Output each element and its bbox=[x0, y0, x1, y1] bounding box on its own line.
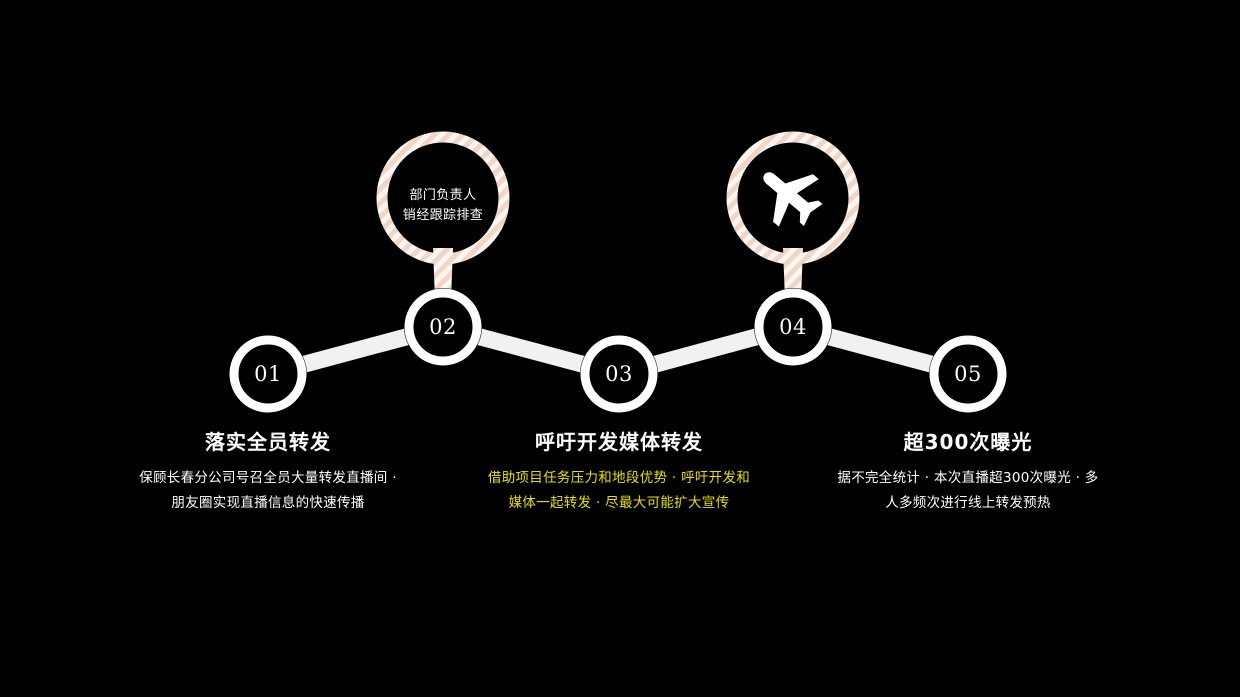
column-03: 呼吁开发媒体转发 借助项目任务压力和地段优势 · 呼吁开发和媒体一起转发 · 尽… bbox=[484, 430, 754, 516]
balloon-stem-group bbox=[433, 248, 803, 300]
balloon-text-02: 部门负责人 销经跟踪排查 bbox=[363, 186, 523, 225]
column-03-title: 呼吁开发媒体转发 bbox=[535, 430, 703, 454]
node-circle-04[interactable] bbox=[754, 288, 832, 366]
balloon-ring-02[interactable] bbox=[376, 131, 510, 265]
column-05-body: 据不完全统计 · 本次直播超300次曝光 · 多人多频次进行线上转发预热 bbox=[837, 470, 1099, 511]
node-circle-03[interactable] bbox=[580, 335, 658, 413]
node-circle-01[interactable] bbox=[229, 335, 307, 413]
column-01-body: 保顾长春分公司号召全员大量转发直播间 · 朋友圈实现直播信息的快速传播 bbox=[139, 470, 397, 511]
balloon-ring-group bbox=[376, 131, 860, 265]
balloon-text-02-line2: 销经跟踪排查 bbox=[402, 207, 484, 223]
node-circle-group bbox=[229, 288, 1007, 413]
column-05: 超300次曝光 据不完全统计 · 本次直播超300次曝光 · 多人多频次进行线上… bbox=[833, 430, 1103, 516]
node-circle-05[interactable] bbox=[929, 335, 1007, 413]
column-01: 落实全员转发 保顾长春分公司号召全员大量转发直播间 · 朋友圈实现直播信息的快速… bbox=[133, 430, 403, 516]
balloon-ring-04[interactable] bbox=[726, 131, 860, 265]
column-03-body: 借助项目任务压力和地段优势 · 呼吁开发和媒体一起转发 · 尽最大可能扩大宣传 bbox=[487, 470, 751, 511]
node-circle-02[interactable] bbox=[404, 288, 482, 366]
column-01-title: 落实全员转发 bbox=[205, 430, 331, 454]
column-05-title: 超300次曝光 bbox=[903, 430, 1033, 454]
airplane-icon-svg bbox=[763, 172, 823, 227]
balloon-text-02-line1: 部门负责人 bbox=[409, 188, 477, 203]
airplane-icon bbox=[748, 153, 838, 243]
